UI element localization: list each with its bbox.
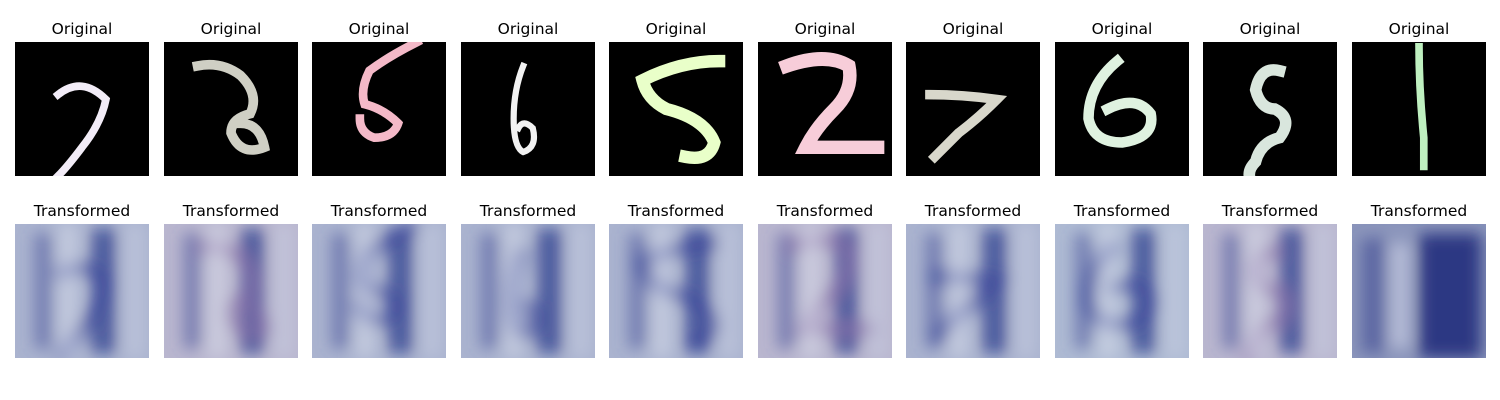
original-title: Original — [1388, 20, 1450, 38]
transformed-texture — [1203, 224, 1337, 358]
transformed-image — [1203, 224, 1337, 358]
transformed-image — [1055, 224, 1189, 358]
transformed-title: Transformed — [479, 202, 577, 220]
digit-glyph — [758, 42, 892, 176]
original-image — [461, 42, 595, 176]
original-image — [1203, 42, 1337, 176]
original-image — [1352, 42, 1486, 176]
digit-glyph — [164, 42, 298, 176]
transformed-texture — [15, 224, 149, 358]
original-image — [164, 42, 298, 176]
digit-glyph — [906, 42, 1040, 176]
original-image — [609, 42, 743, 176]
transformed-texture — [609, 224, 743, 358]
transformed-image — [906, 224, 1040, 358]
transformed-title: Transformed — [33, 202, 131, 220]
transformed-title: Transformed — [182, 202, 280, 220]
transformed-texture — [1352, 224, 1486, 358]
transformed-title: Transformed — [1073, 202, 1171, 220]
original-title: Original — [51, 20, 113, 38]
transformed-title: Transformed — [627, 202, 725, 220]
original-image — [906, 42, 1040, 176]
transformed-title: Transformed — [776, 202, 874, 220]
digit-glyph — [15, 42, 149, 176]
transformed-title: Transformed — [1370, 202, 1468, 220]
original-title: Original — [794, 20, 856, 38]
digit-glyph — [1203, 42, 1337, 176]
transformed-title: Transformed — [924, 202, 1022, 220]
digit-glyph — [461, 42, 595, 176]
original-title: Original — [200, 20, 262, 38]
transformed-image — [312, 224, 446, 358]
transformed-image — [15, 224, 149, 358]
transformed-title: Transformed — [1221, 202, 1319, 220]
transformed-texture — [906, 224, 1040, 358]
digit-glyph — [609, 42, 743, 176]
original-title: Original — [645, 20, 707, 38]
transformed-texture — [461, 224, 595, 358]
original-title: Original — [348, 20, 410, 38]
transformed-texture — [1055, 224, 1189, 358]
original-title: Original — [497, 20, 559, 38]
transformed-texture — [758, 224, 892, 358]
transformed-title: Transformed — [330, 202, 428, 220]
digit-glyph — [1055, 42, 1189, 176]
transformed-image — [1352, 224, 1486, 358]
original-title: Original — [942, 20, 1004, 38]
transformed-image — [461, 224, 595, 358]
transformed-image — [164, 224, 298, 358]
transformed-image — [758, 224, 892, 358]
original-image — [15, 42, 149, 176]
original-image — [1055, 42, 1189, 176]
digit-glyph — [1352, 42, 1486, 176]
original-title: Original — [1091, 20, 1153, 38]
original-title: Original — [1239, 20, 1301, 38]
transformed-texture — [164, 224, 298, 358]
digit-glyph — [312, 42, 446, 176]
original-image — [312, 42, 446, 176]
transformed-texture — [312, 224, 446, 358]
original-image — [758, 42, 892, 176]
transformed-image — [609, 224, 743, 358]
